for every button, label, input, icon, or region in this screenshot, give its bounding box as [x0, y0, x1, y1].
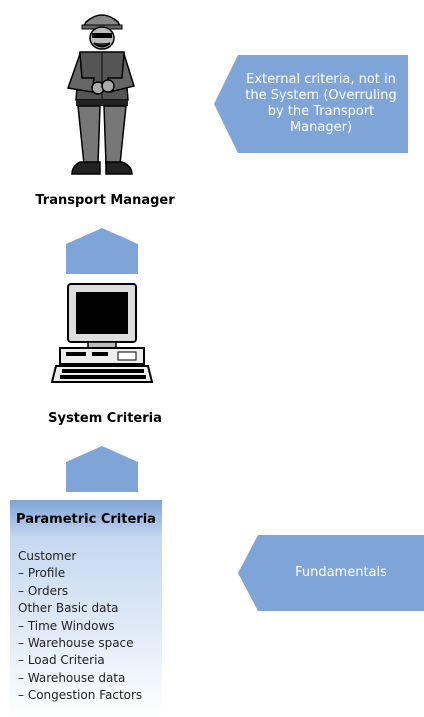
worker-figure-icon [66, 14, 135, 175]
fundamentals-callout-shape [238, 535, 424, 611]
list-item: – Time Windows [18, 618, 115, 633]
list-item: Customer [18, 549, 77, 563]
external-criteria-callout-shape [214, 55, 408, 153]
list-item: – Warehouse space [18, 636, 134, 651]
list-item: – Load Criteria [18, 653, 105, 668]
fundamentals-callout-text: Fundamentals [295, 565, 387, 580]
parametric-criteria-panel: Parametric Criteria Customer – Profile –… [10, 500, 162, 717]
up-arrow-lower [66, 446, 138, 492]
list-item: Other Basic data [18, 601, 119, 616]
system-criteria-label: System Criteria [48, 411, 162, 426]
parametric-criteria-list: Customer – Profile – Orders Other Basic … [18, 548, 142, 705]
desktop-computer-icon [50, 283, 154, 383]
external-criteria-callout-text: External criteria, not in the System (Ov… [245, 72, 397, 135]
list-item: – Congestion Factors [18, 688, 143, 703]
list-item: – Orders [18, 583, 69, 598]
list-item: – Warehouse data [18, 670, 126, 685]
up-arrow-upper [66, 228, 138, 274]
transport-manager-label: Transport Manager [35, 193, 175, 208]
list-item: – Profile [18, 566, 66, 581]
parametric-criteria-title: Parametric Criteria [10, 500, 162, 538]
